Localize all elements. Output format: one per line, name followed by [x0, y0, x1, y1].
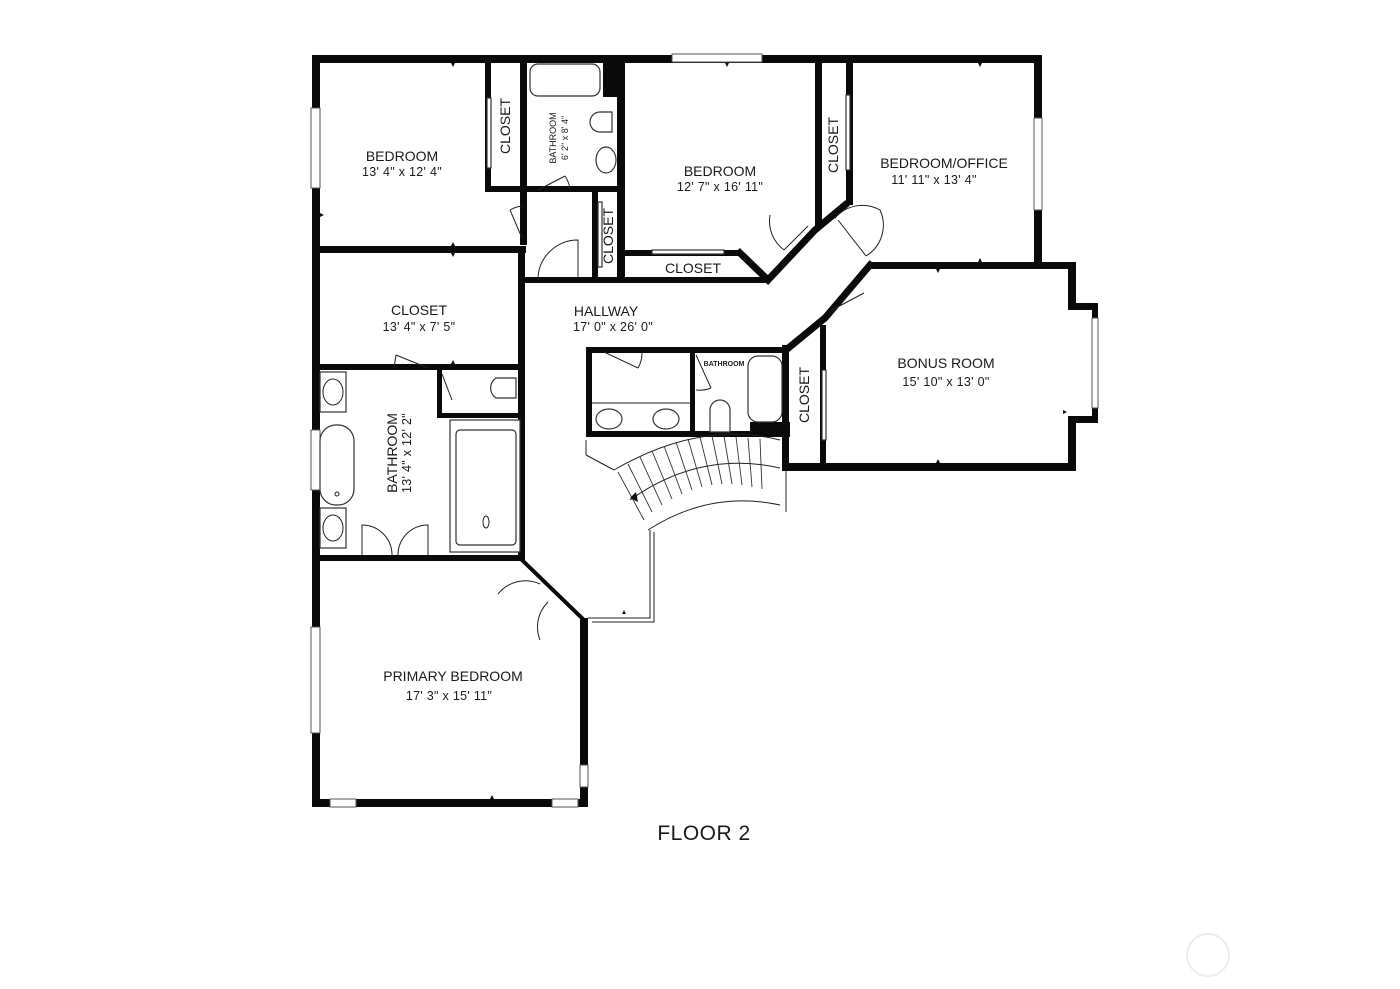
room-name-closet-nw: CLOSET	[497, 98, 513, 154]
room-name-bathroom-hall: BATHROOM	[704, 361, 745, 368]
room-name-bathroom-primary: BATHROOM	[384, 413, 400, 493]
room-labels: BEDROOM 13' 4" x 12' 4" CLOSET BATHROOM …	[362, 98, 1008, 703]
watermark-logo-icon	[1186, 933, 1230, 977]
room-dims-bedroom-office: 11' 11" x 13' 4"	[891, 173, 976, 187]
room-name-bathroom-small: BATHROOM	[548, 112, 558, 163]
room-dims-primary-bedroom: 17' 3" x 15' 11"	[406, 689, 492, 703]
room-dims-bathroom-primary: 13' 4" x 12' 2"	[400, 413, 414, 493]
diagonal-walls	[519, 200, 875, 623]
room-name-bedroom-nw: BEDROOM	[366, 148, 438, 164]
room-name-closet-n: CLOSET	[825, 117, 841, 173]
room-name-closet-hall-h: CLOSET	[665, 260, 721, 276]
dimension-markers	[320, 63, 1067, 799]
room-dims-bonus-room: 15' 10" x 13' 0"	[902, 375, 989, 389]
room-name-bonus-room: BONUS ROOM	[897, 355, 994, 371]
room-dims-bathroom-small: 6' 2" x 8' 4"	[560, 116, 570, 160]
windows	[310, 53, 1099, 808]
floor-label: FLOOR 2	[657, 822, 750, 845]
room-name-bedroom-office: BEDROOM/OFFICE	[880, 155, 1008, 171]
staircase	[585, 433, 787, 531]
room-name-hallway: HALLWAY	[574, 303, 639, 319]
doors	[361, 175, 884, 641]
room-name-closet-bonus: CLOSET	[796, 367, 812, 423]
room-name-closet-walkin: CLOSET	[391, 302, 447, 318]
room-dims-hallway: 17' 0" x 26' 0"	[573, 320, 653, 334]
fixtures	[319, 63, 851, 553]
room-name-closet-hall-v: CLOSET	[600, 208, 616, 264]
room-name-bedroom-n: BEDROOM	[684, 163, 756, 179]
room-name-primary-bedroom: PRIMARY BEDROOM	[383, 668, 523, 684]
room-dims-bedroom-nw: 13' 4" x 12' 4"	[362, 165, 442, 179]
room-dims-bedroom-n: 12' 7" x 16' 11"	[677, 180, 763, 194]
room-dims-closet-walkin: 13' 4" x 7' 5"	[383, 320, 456, 334]
